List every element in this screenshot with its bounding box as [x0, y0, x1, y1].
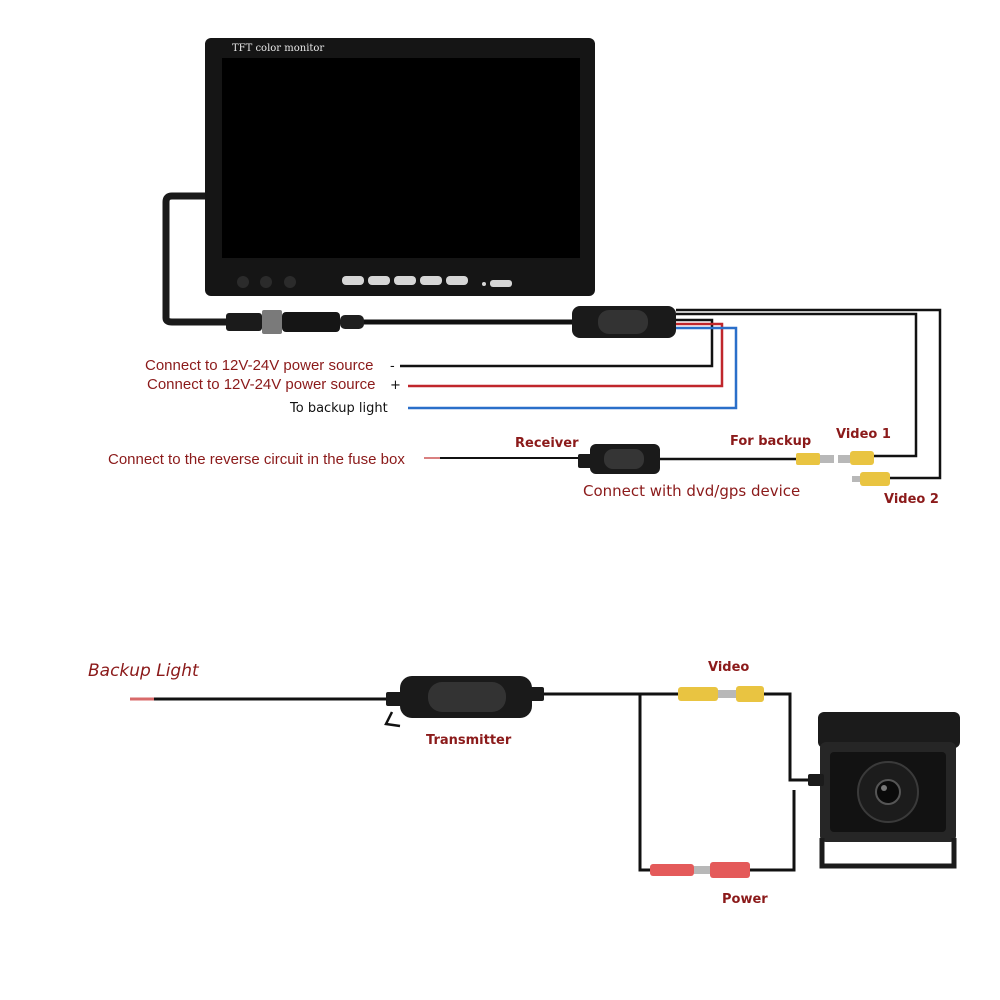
- label-transmitter: Transmitter: [426, 733, 512, 748]
- rca-video-1-body: [850, 451, 874, 465]
- camera-lens-glint: [881, 785, 887, 791]
- monitor-control-button-3: [394, 276, 416, 285]
- label-receiver: Receiver: [515, 436, 579, 451]
- rca-video-2-tip: [852, 476, 860, 482]
- monitor-title: TFT color monitor: [232, 43, 324, 54]
- breakout-wires: [400, 308, 942, 480]
- transmitter-center: [428, 682, 506, 712]
- rca-video-1: [838, 451, 874, 465]
- camera-cable-gland: [808, 774, 824, 786]
- transmitter-plug-left: [386, 692, 402, 706]
- backup-camera: [808, 712, 960, 869]
- wire-power-loop: [638, 694, 650, 872]
- monitor-round-button-2: [260, 276, 272, 288]
- label-dvd-gps: Connect with dvd/gps device: [583, 482, 800, 500]
- rca-for-backup-body: [796, 453, 820, 465]
- rca-video-2-body: [860, 472, 890, 486]
- label-power: Power: [722, 892, 768, 907]
- label-power-positive-sign: +: [390, 378, 401, 393]
- rca-for-backup: [796, 453, 834, 465]
- monitor-screen: [222, 58, 580, 258]
- label-backup-light-bottom: Backup Light: [88, 661, 200, 681]
- camera-lens: [875, 779, 901, 805]
- rca-video-1-tip: [838, 455, 850, 463]
- label-video-2: Video 2: [884, 492, 939, 507]
- wire-video-2: [676, 308, 942, 480]
- label-power-negative-sign: -: [390, 359, 395, 374]
- monitor-cable: [226, 310, 580, 334]
- rca-video-bottom-tip: [718, 690, 736, 698]
- transmitter-short-lead: [384, 711, 401, 728]
- rca-power-bottom-tip: [694, 866, 710, 874]
- aviation-connector-boot: [282, 312, 340, 332]
- monitor-control-button-4: [420, 276, 442, 285]
- wire-video-to-camera: [764, 692, 822, 782]
- monitor-led: [482, 282, 486, 286]
- monitor-round-button-1: [237, 276, 249, 288]
- wire-backup-light: [408, 326, 738, 410]
- monitor-control-button-1: [342, 276, 364, 285]
- rca-video-bottom-male: [678, 687, 718, 701]
- rca-video-2: [852, 472, 890, 486]
- label-reverse-circuit: Connect to the reverse circuit in the fu…: [108, 451, 405, 468]
- rca-power-bottom: [650, 862, 750, 878]
- rca-for-backup-tip: [820, 455, 834, 463]
- wire-power-negative: [400, 318, 714, 368]
- breakout-box: [572, 306, 676, 338]
- transmitter-module: [384, 676, 544, 728]
- aviation-connector-tail: [340, 315, 364, 329]
- monitor-control-button-5: [446, 276, 468, 285]
- monitor-round-button-3: [284, 276, 296, 288]
- label-backup-light-top: To backup light: [289, 401, 388, 416]
- camera-visor: [818, 712, 960, 748]
- rca-power-bottom-male: [650, 864, 694, 876]
- monitor: TFT color monitor: [162, 38, 595, 326]
- label-video: Video: [708, 660, 749, 675]
- breakout-box-center: [598, 310, 648, 334]
- camera-bracket: [819, 838, 957, 869]
- rca-video-bottom: [678, 686, 764, 702]
- rca-video-bottom-female: [736, 686, 764, 702]
- monitor-mount-bracket: [162, 192, 230, 326]
- label-power-negative: Connect to 12V-24V power source: [145, 357, 373, 374]
- rca-power-bottom-female: [710, 862, 750, 878]
- aviation-connector-body: [226, 313, 262, 331]
- label-power-positive: Connect to 12V-24V power source: [147, 376, 375, 393]
- aviation-connector-nut: [262, 310, 282, 334]
- receiver-module: [578, 444, 660, 474]
- label-for-backup: For backup: [730, 434, 811, 449]
- wire-video-1: [676, 312, 918, 458]
- receiver-center: [604, 449, 644, 469]
- monitor-control-button-2: [368, 276, 390, 285]
- wire-power-positive: [408, 322, 724, 388]
- label-video-1: Video 1: [836, 427, 891, 442]
- wire-power-to-camera: [750, 790, 796, 872]
- monitor-power-button: [490, 280, 512, 287]
